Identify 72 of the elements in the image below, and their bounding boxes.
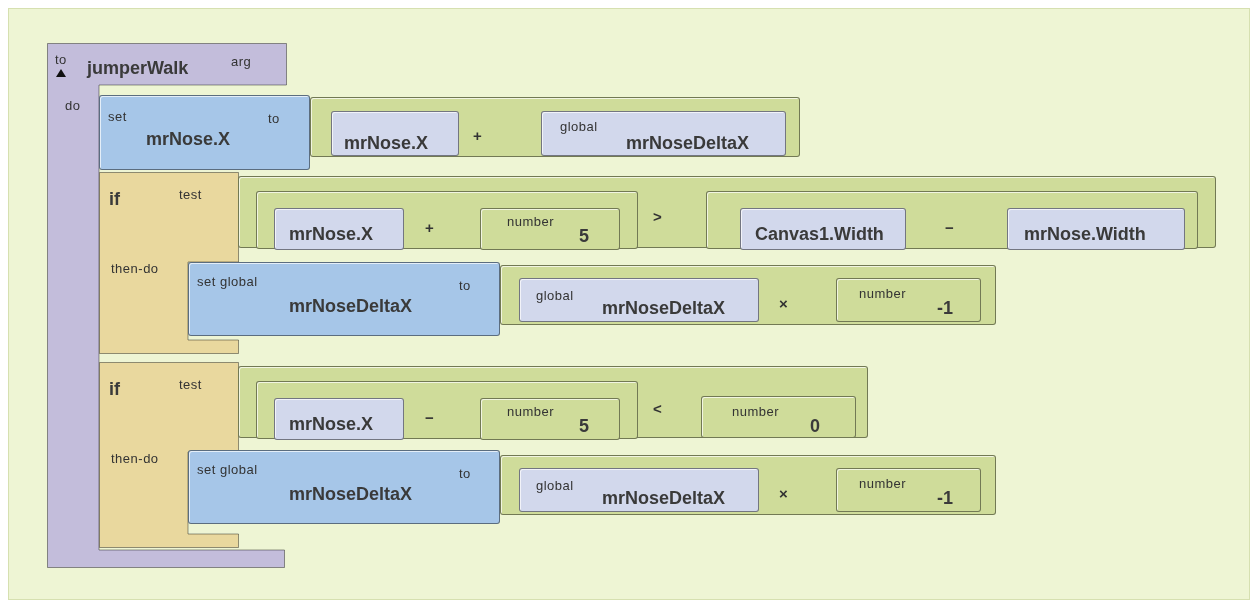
variable-name: if — [109, 380, 120, 398]
getter-block — [519, 278, 759, 322]
number-block — [701, 396, 856, 438]
keyword-label: set — [108, 110, 127, 123]
setter-block — [188, 450, 500, 524]
number-block — [480, 208, 620, 250]
keyword-label: set global — [197, 463, 258, 476]
variable-name: mrNose.X — [146, 130, 231, 148]
variable-name: mrNoseDeltaX — [289, 485, 413, 503]
operator-symbol: × — [779, 296, 788, 311]
operator-symbol: > — [653, 209, 662, 224]
keyword-label: to — [459, 467, 471, 480]
variable-name: jumperWalk — [87, 59, 189, 77]
number-value: -1 — [937, 489, 953, 507]
keyword-label: arg — [231, 55, 252, 68]
math-block — [310, 97, 800, 157]
keyword-label: test — [179, 188, 202, 201]
operator-symbol: + — [425, 220, 434, 235]
operator-symbol: < — [653, 401, 662, 416]
keyword-label: to — [55, 53, 67, 66]
math-block — [238, 176, 1216, 248]
variable-name: mrNoseDeltaX — [626, 134, 750, 152]
number-value: 5 — [579, 227, 589, 245]
variable-name: mrNoseDeltaX — [602, 299, 726, 317]
keyword-label: set global — [197, 275, 258, 288]
math-block — [256, 191, 638, 249]
setter-block — [188, 262, 500, 336]
getter-block — [274, 208, 404, 250]
variable-name: mrNose.X — [344, 134, 429, 152]
keyword-label: number — [507, 215, 555, 228]
getter-block — [331, 111, 459, 156]
getter-block — [740, 208, 906, 250]
keyword-label: global — [560, 120, 598, 133]
getter-block — [1007, 208, 1185, 250]
variable-name: mrNoseDeltaX — [289, 297, 413, 315]
keyword-label: to — [459, 279, 471, 292]
variable-name: mrNoseDeltaX — [602, 489, 726, 507]
keyword-label: global — [536, 289, 574, 302]
keyword-label: global — [536, 479, 574, 492]
variable-name: Canvas1.Width — [755, 225, 884, 243]
math-block — [256, 381, 638, 439]
getter-block — [519, 468, 759, 512]
getter-block — [541, 111, 786, 156]
math-block — [500, 265, 996, 325]
math-block — [238, 366, 868, 438]
variable-name: if — [109, 190, 120, 208]
getter-block — [274, 398, 404, 440]
keyword-label: test — [179, 378, 202, 391]
operator-symbol: × — [779, 486, 788, 501]
keyword-label: then-do — [111, 262, 159, 275]
number-value: 5 — [579, 417, 589, 435]
keyword-label: number — [732, 405, 780, 418]
keyword-label: do — [65, 99, 81, 112]
keyword-label: number — [859, 477, 907, 490]
variable-name: mrNose.Width — [1024, 225, 1146, 243]
number-block — [836, 278, 981, 322]
variable-name: mrNose.X — [289, 415, 374, 433]
math-block — [500, 455, 996, 515]
keyword-label: then-do — [111, 452, 159, 465]
keyword-label: to — [268, 112, 280, 125]
number-value: -1 — [937, 299, 953, 317]
keyword-label: number — [859, 287, 907, 300]
number-block — [836, 468, 981, 512]
operator-symbol: − — [945, 220, 954, 235]
operator-symbol: + — [473, 128, 482, 143]
operator-symbol: − — [425, 410, 434, 425]
number-value: 0 — [810, 417, 820, 435]
number-block — [480, 398, 620, 440]
setter-block — [99, 95, 310, 170]
math-block — [706, 191, 1198, 249]
variable-name: mrNose.X — [289, 225, 374, 243]
keyword-label: number — [507, 405, 555, 418]
